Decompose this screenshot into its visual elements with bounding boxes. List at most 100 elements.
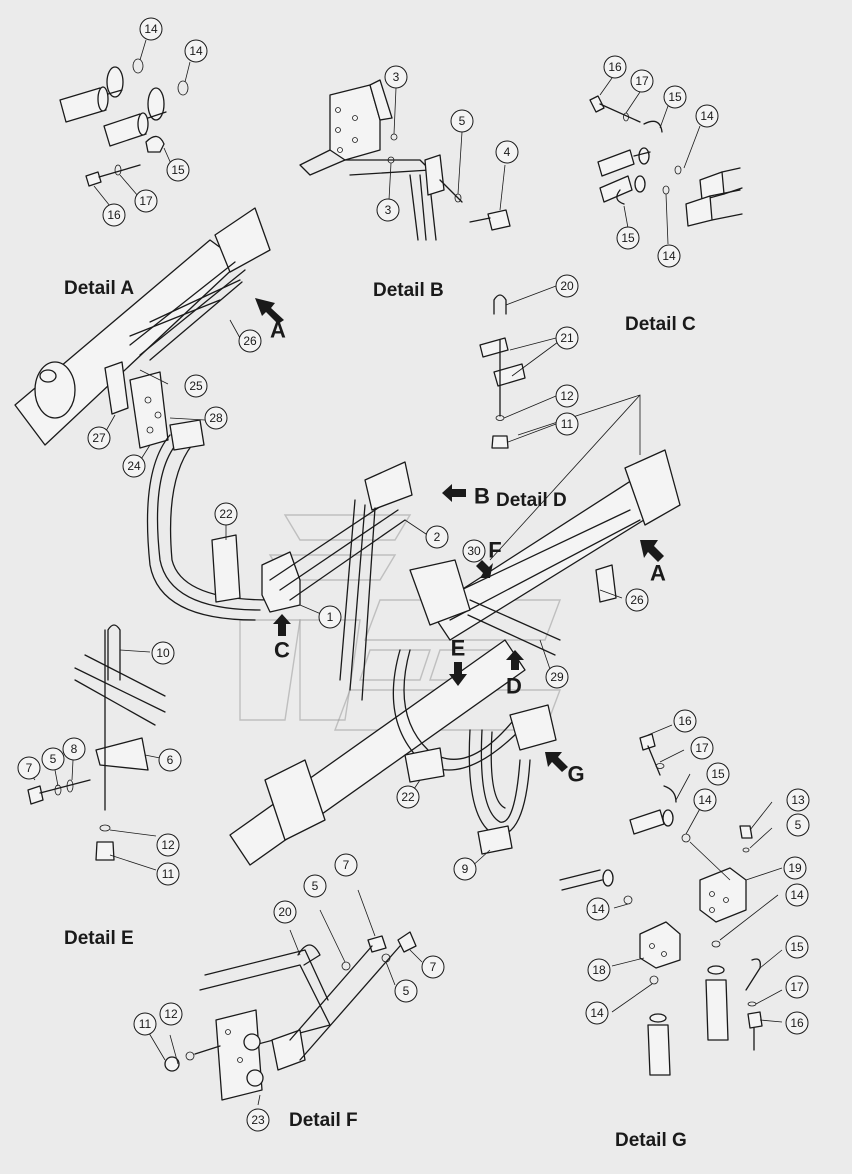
- callout-e-11: 11: [156, 862, 180, 886]
- svg-text:30: 30: [467, 544, 481, 558]
- svg-text:13: 13: [791, 793, 805, 807]
- callout-30: 30: [462, 539, 486, 563]
- view-arrow-e: E: [449, 636, 467, 686]
- detail-c-label: Detail C: [625, 314, 696, 335]
- svg-text:19: 19: [788, 861, 802, 875]
- view-arrow-a1: A: [255, 298, 286, 343]
- svg-text:26: 26: [243, 334, 257, 348]
- callout-a-17: 17: [134, 189, 158, 213]
- callout-b-5: 5: [450, 109, 474, 133]
- callout-e-12: 12: [156, 833, 180, 857]
- callout-g-17-upper: 17: [690, 736, 714, 760]
- callout-g-15-lower: 15: [785, 935, 809, 959]
- view-arrow-c: C: [273, 614, 291, 663]
- callout-e-6: 6: [158, 748, 182, 772]
- svg-text:16: 16: [107, 208, 121, 222]
- callout-g-18: 18: [587, 958, 611, 982]
- callout-g-16-lower: 16: [785, 1011, 809, 1035]
- detail-b-label: Detail B: [373, 280, 444, 301]
- callout-25: 25: [184, 374, 208, 398]
- view-arrow-f: F: [476, 538, 502, 578]
- callout-27: 27: [87, 426, 111, 450]
- svg-text:27: 27: [92, 431, 106, 445]
- svg-text:15: 15: [711, 767, 725, 781]
- detail-e-label: Detail E: [64, 928, 134, 949]
- callout-c-14-upper: 14: [695, 104, 719, 128]
- svg-text:20: 20: [560, 279, 574, 293]
- svg-text:17: 17: [790, 980, 804, 994]
- svg-text:5: 5: [459, 114, 466, 128]
- svg-text:24: 24: [127, 459, 141, 473]
- svg-text:2: 2: [434, 530, 441, 544]
- callout-g-14-upper: 14: [693, 788, 717, 812]
- svg-text:5: 5: [312, 879, 319, 893]
- callout-f-5-lower: 5: [394, 979, 418, 1003]
- svg-text:14: 14: [189, 44, 203, 58]
- detail-g-parts: [559, 724, 783, 1076]
- callout-g-14-left: 14: [586, 897, 610, 921]
- callout-b-3-lower: 3: [376, 198, 400, 222]
- svg-text:16: 16: [790, 1016, 804, 1030]
- detail-f-parts: [145, 889, 423, 1106]
- svg-text:12: 12: [164, 1007, 178, 1021]
- callout-g-14-bottom: 14: [585, 1001, 609, 1025]
- svg-text:3: 3: [385, 203, 392, 217]
- svg-text:17: 17: [139, 194, 153, 208]
- view-letter-c: C: [274, 638, 290, 663]
- callout-26-left: 26: [238, 329, 262, 353]
- view-letter-f: F: [488, 538, 501, 563]
- callout-g-5: 5: [786, 813, 810, 837]
- svg-text:21: 21: [560, 331, 574, 345]
- svg-text:8: 8: [71, 742, 78, 756]
- callout-28: 28: [204, 406, 228, 430]
- callout-e-8: 8: [62, 737, 86, 761]
- svg-text:12: 12: [161, 838, 175, 852]
- svg-text:20: 20: [278, 905, 292, 919]
- callout-f-7-upper: 7: [334, 853, 358, 877]
- callout-22-lower: 22: [396, 785, 420, 809]
- svg-text:14: 14: [590, 1006, 604, 1020]
- callout-24: 24: [122, 454, 146, 478]
- svg-text:23: 23: [251, 1113, 265, 1127]
- callout-c-17: 17: [630, 69, 654, 93]
- svg-text:18: 18: [592, 963, 606, 977]
- callout-9: 9: [453, 857, 477, 881]
- svg-text:26: 26: [630, 593, 644, 607]
- view-letter-g: G: [567, 762, 584, 787]
- svg-text:3: 3: [393, 70, 400, 84]
- callout-2: 2: [425, 525, 449, 549]
- svg-text:17: 17: [695, 741, 709, 755]
- svg-text:22: 22: [401, 790, 415, 804]
- svg-text:14: 14: [698, 793, 712, 807]
- detail-g-label: Detail G: [615, 1130, 687, 1151]
- svg-text:4: 4: [504, 145, 511, 159]
- svg-text:14: 14: [790, 888, 804, 902]
- svg-text:16: 16: [608, 60, 622, 74]
- svg-text:16: 16: [678, 714, 692, 728]
- callout-1: 1: [318, 605, 342, 629]
- svg-text:7: 7: [343, 858, 350, 872]
- svg-text:14: 14: [591, 902, 605, 916]
- callout-e-10: 10: [151, 641, 175, 665]
- svg-text:14: 14: [700, 109, 714, 123]
- main-assembly: [14, 207, 681, 869]
- clamp-parts: [479, 285, 559, 449]
- view-arrow-g: G: [545, 752, 585, 787]
- callout-f-7-lower: 7: [421, 955, 445, 979]
- svg-text:5: 5: [795, 818, 802, 832]
- callout-a-14-lower: 14: [184, 39, 208, 63]
- callout-c-14-lower: 14: [657, 244, 681, 268]
- callout-f-5-upper: 5: [303, 874, 327, 898]
- svg-text:15: 15: [790, 940, 804, 954]
- callout-b-4: 4: [495, 140, 519, 164]
- svg-text:7: 7: [430, 960, 437, 974]
- callout-g-19: 19: [783, 856, 807, 880]
- callout-g-14-right: 14: [785, 883, 809, 907]
- callout-22-upper: 22: [214, 502, 238, 526]
- detail-a-parts: [59, 39, 191, 207]
- svg-text:5: 5: [50, 752, 57, 766]
- callout-11-mid: 11: [555, 412, 579, 436]
- callout-f-11: 11: [133, 1012, 157, 1036]
- callout-f-23: 23: [246, 1108, 270, 1132]
